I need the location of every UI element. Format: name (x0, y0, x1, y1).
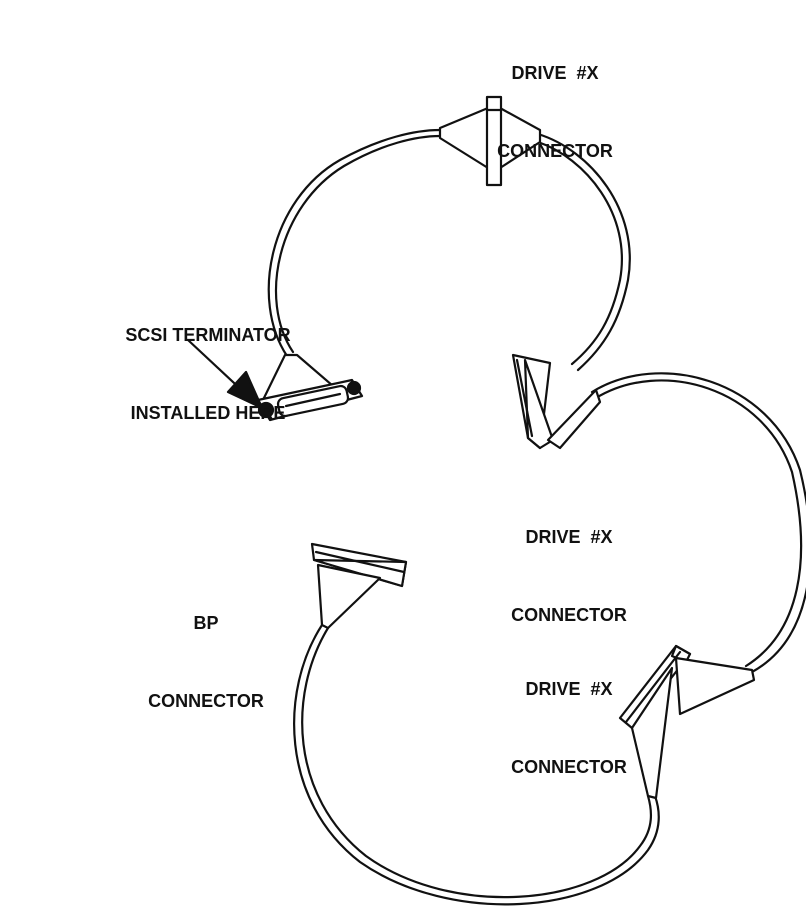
bp-connector-label-line2: CONNECTOR (148, 691, 264, 711)
lower-drive-connector-label-line2: CONNECTOR (511, 757, 627, 777)
bp-connector-label: BP CONNECTOR (136, 558, 276, 740)
lower-drive-connector-label-line1: DRIVE #X (525, 679, 613, 699)
terminator-label: SCSI TERMINATOR INSTALLED HERE (108, 270, 308, 452)
terminator-label-line1: SCSI TERMINATOR (125, 325, 291, 345)
middle-drive-connector-label: DRIVE #X CONNECTOR (484, 472, 654, 654)
bp-connector (310, 542, 408, 630)
cable-lower-loop (293, 623, 660, 906)
lower-drive-connector (618, 644, 756, 800)
cable-right-loop (590, 372, 806, 674)
top-drive-connector-label-line1: DRIVE #X (511, 63, 599, 83)
bp-connector-label-line1: BP (193, 613, 219, 633)
cable-upper-loop (267, 128, 631, 372)
middle-drive-connector-label-line2: CONNECTOR (511, 605, 627, 625)
top-drive-connector-label: DRIVE #X CONNECTOR (470, 8, 640, 190)
terminator-pointer (186, 338, 264, 410)
terminator-label-line2: INSTALLED HERE (130, 403, 286, 423)
lower-drive-connector-label: DRIVE #X CONNECTOR (484, 624, 654, 806)
top-drive-connector (438, 95, 542, 187)
middle-drive-connector (511, 353, 602, 450)
middle-drive-connector-label-line1: DRIVE #X (525, 527, 613, 547)
top-drive-connector-label-line2: CONNECTOR (497, 141, 613, 161)
